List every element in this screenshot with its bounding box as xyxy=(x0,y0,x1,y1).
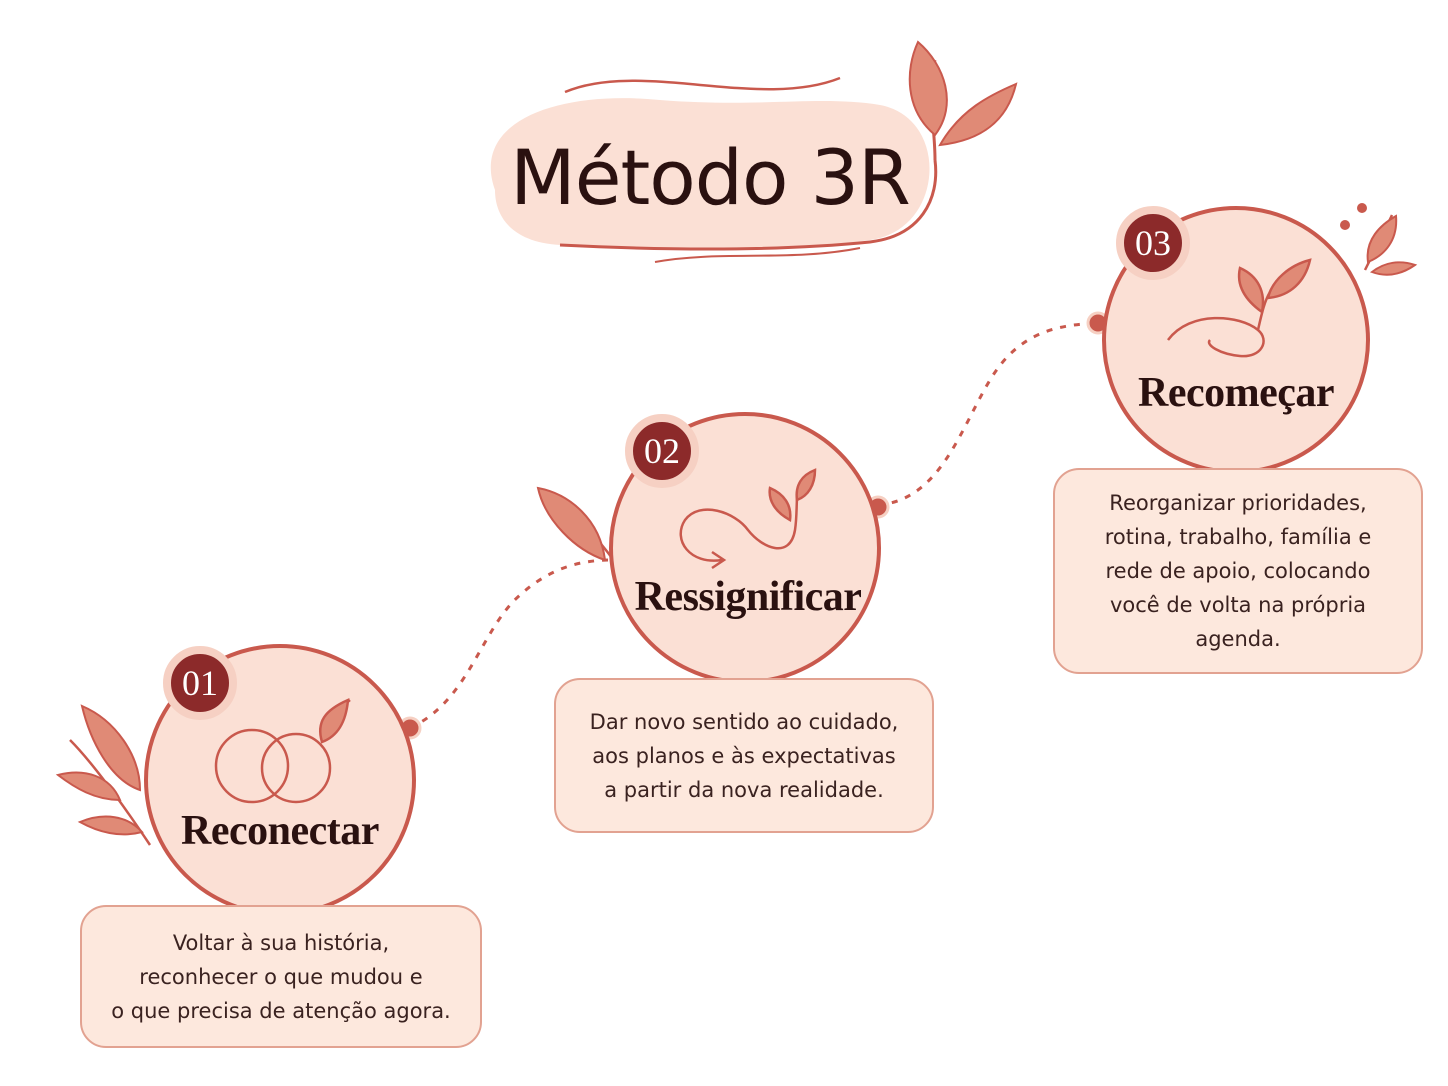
title-leaves-icon xyxy=(908,40,1018,161)
step2-number-badge: 02 xyxy=(625,414,699,488)
step2-description-line: Dar novo sentido ao cuidado, xyxy=(589,709,899,734)
step2-description-line: a partir da nova realidade. xyxy=(604,777,884,802)
step1-leaves-icon xyxy=(55,704,152,846)
step1-title: Reconectar xyxy=(181,808,379,854)
step3-description: Reorganizar prioridades, rotina, trabalh… xyxy=(1105,486,1372,656)
loop-arrow-sprout-icon xyxy=(679,468,817,570)
step3-description-line: rede de apoio, colocando xyxy=(1105,559,1371,583)
step3-description-line: Reorganizar prioridades, xyxy=(1109,491,1367,515)
step3-title: Recomeçar xyxy=(1137,370,1335,416)
sprout-icon xyxy=(1166,258,1312,358)
step2-description: Dar novo sentido ao cuidado, aos planos … xyxy=(590,705,899,807)
step2-description-card: Dar novo sentido ao cuidado, aos planos … xyxy=(554,678,934,833)
step1-description-line: Voltar à sua história, xyxy=(172,930,390,955)
step2-leaf-icon xyxy=(536,486,614,562)
step1-description-card: Voltar à sua história, reconhecer o que … xyxy=(80,905,482,1048)
step3-number-badge: 03 xyxy=(1116,206,1190,280)
connector-1-2 xyxy=(409,558,613,730)
step3-description-line: você de volta na própria xyxy=(1109,593,1367,617)
step3-description-line: rotina, trabalho, família e xyxy=(1104,525,1372,549)
step3-decoration-icon xyxy=(1340,203,1418,276)
step1-description-line: o que precisa de atenção agora. xyxy=(111,998,451,1023)
step1-description-line: reconhecer o que mudou e xyxy=(139,964,423,989)
step1-number-badge: 01 xyxy=(163,646,237,720)
step1-description: Voltar à sua história, reconhecer o que … xyxy=(111,926,450,1028)
step3-description-card: Reorganizar prioridades, rotina, trabalh… xyxy=(1053,468,1423,674)
step2-description-line: aos planos e às expectativas xyxy=(592,743,896,768)
page-title: Método 3R xyxy=(510,133,911,222)
step2-title: Ressignificar xyxy=(634,574,862,620)
step3-description-line: agenda. xyxy=(1195,627,1281,651)
interlocked-rings-leaf-icon xyxy=(214,698,351,804)
title-blob xyxy=(490,76,938,263)
